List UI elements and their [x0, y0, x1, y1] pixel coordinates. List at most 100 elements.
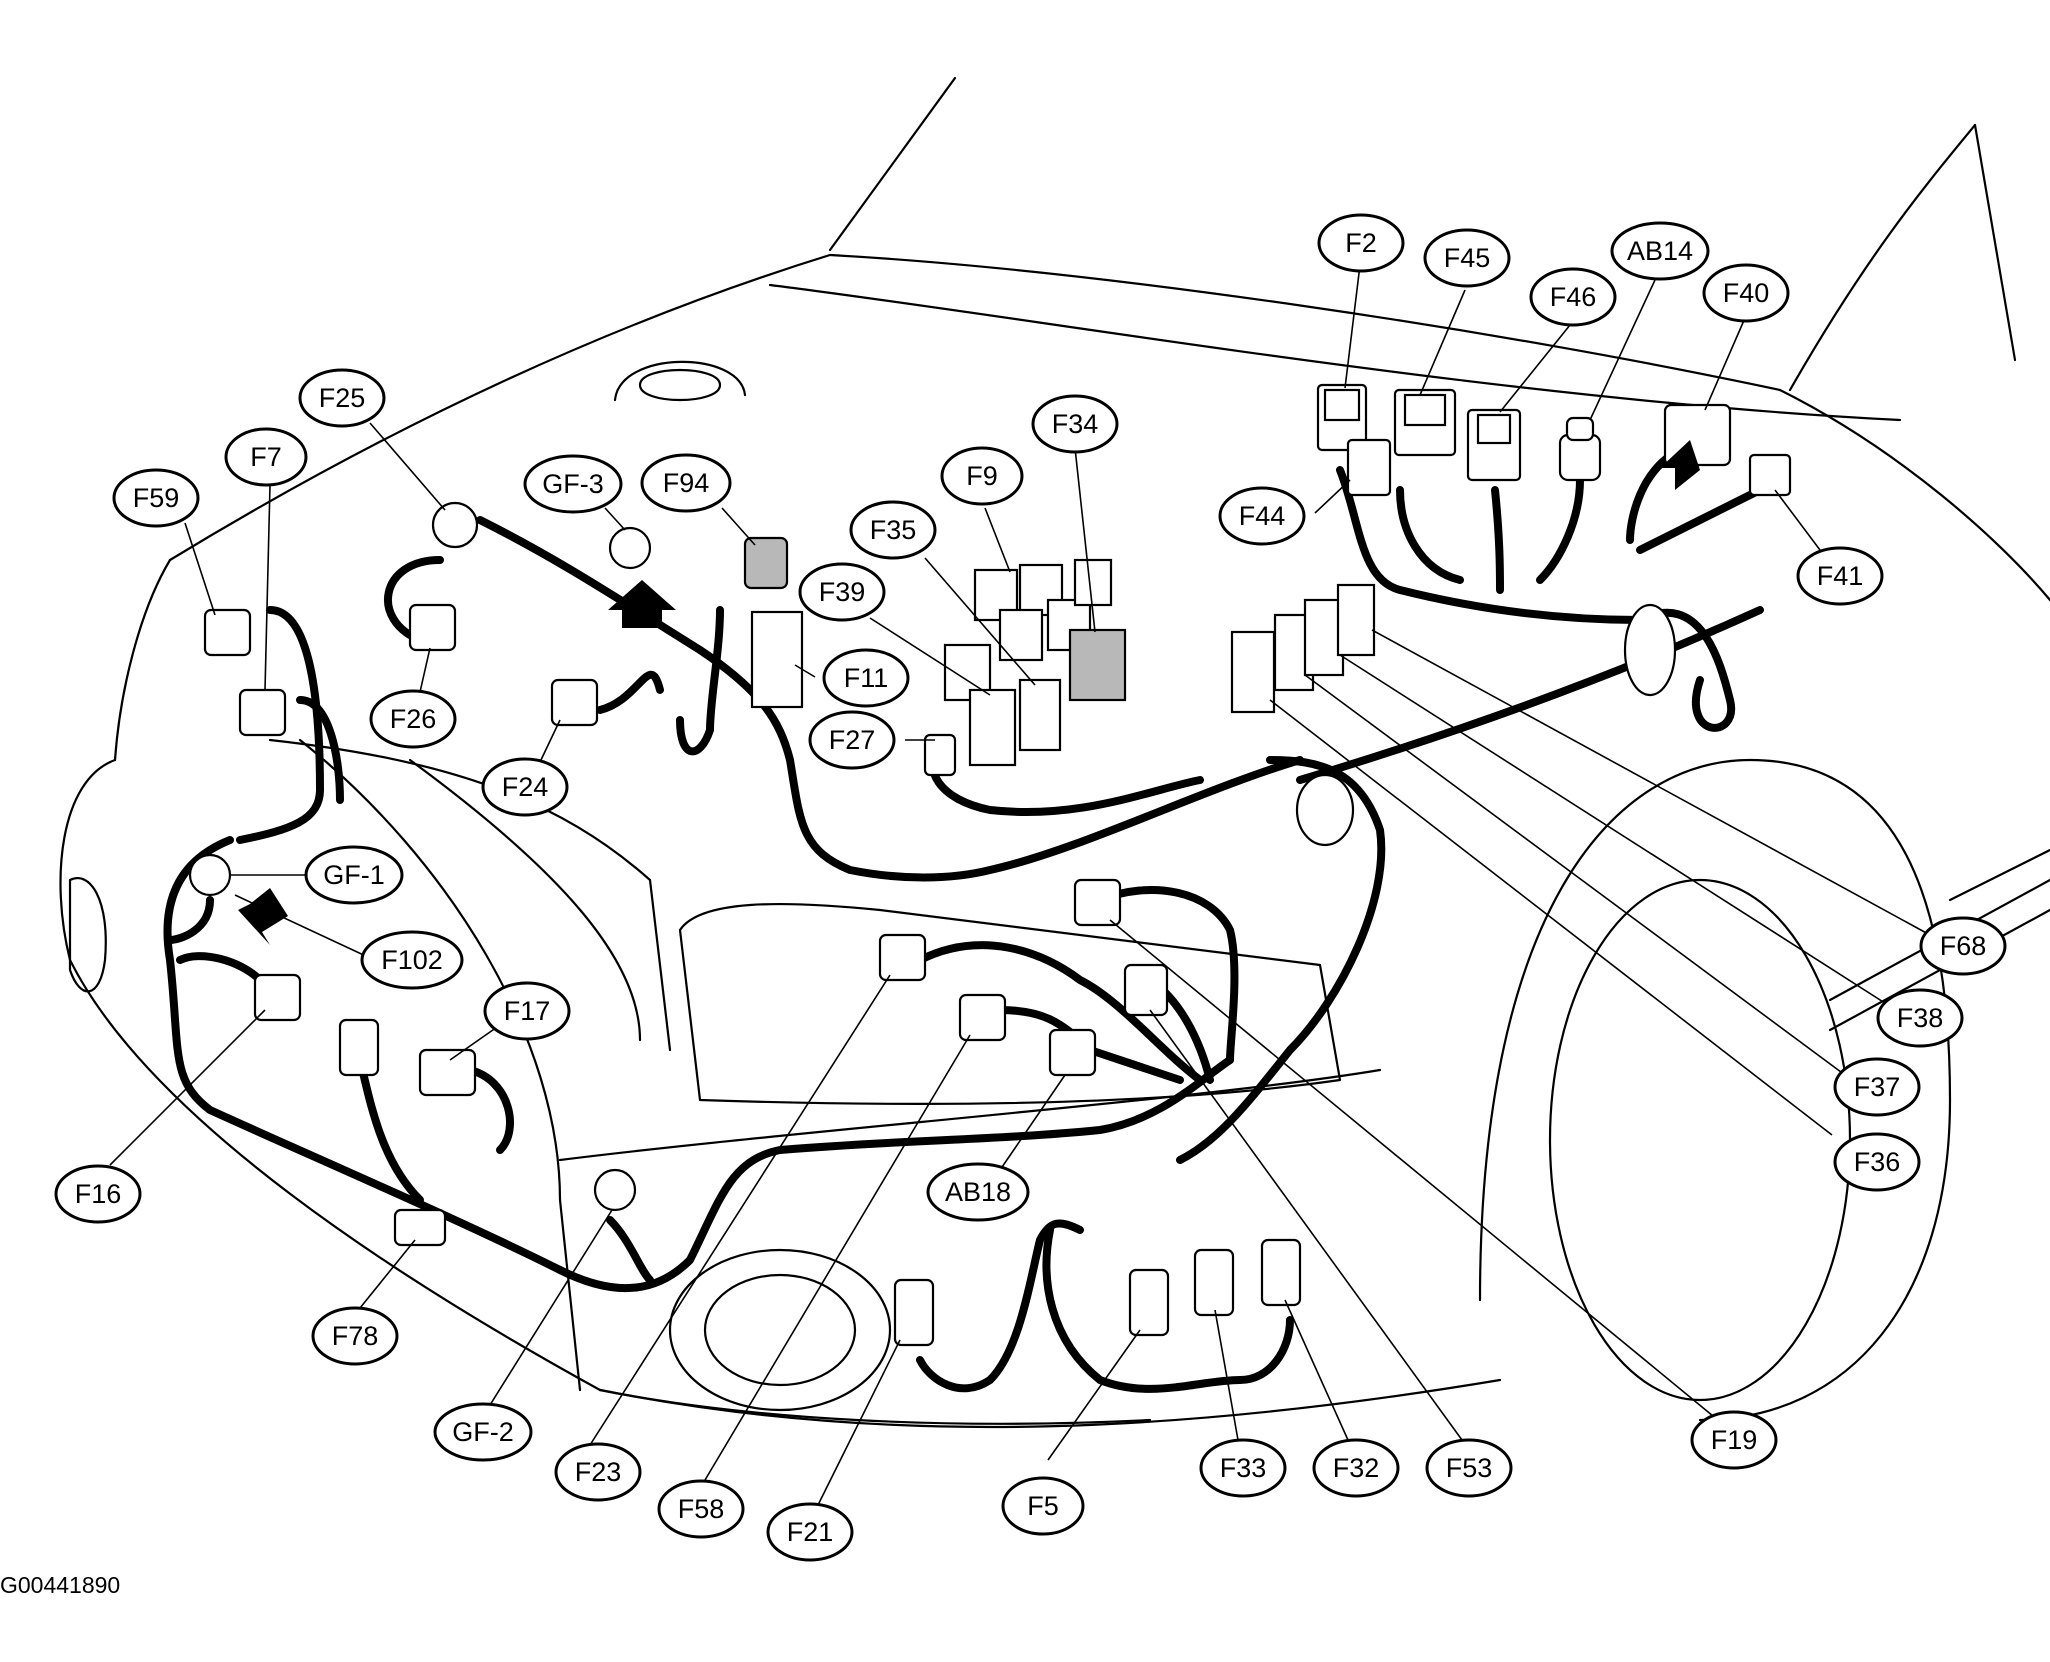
leader-f36	[1269, 699, 1833, 1136]
callout-f94: F94	[640, 453, 732, 513]
leader-f26	[419, 647, 431, 693]
leader-f40	[1704, 317, 1746, 411]
svg-text:F26: F26	[390, 704, 437, 734]
callout-f44: F44	[1218, 486, 1306, 546]
svg-text:F102: F102	[381, 945, 443, 975]
washer-cap-ring	[613, 360, 747, 402]
harness-to-ab14	[1536, 476, 1584, 584]
fog-lamp-left	[668, 1248, 892, 1412]
svg-text:F2: F2	[1345, 228, 1377, 258]
connector-f45-top	[1403, 393, 1447, 427]
svg-text:F53: F53	[1446, 1453, 1493, 1483]
svg-text:F39: F39	[819, 577, 866, 607]
connector-f24	[550, 678, 599, 727]
bumper-bottom	[598, 1378, 1502, 1429]
connector-f19	[1073, 878, 1122, 927]
connector-f5	[1128, 1268, 1170, 1337]
harness-to-ab18	[1086, 1046, 1184, 1084]
callout-f33: F33	[1199, 1438, 1287, 1498]
harness-to-f5-group	[1042, 1226, 1294, 1393]
connector-f41-body	[1748, 453, 1792, 497]
callout-gf3: GF-3	[523, 454, 623, 514]
connector-f32	[1260, 1238, 1302, 1307]
leader-f41	[1774, 489, 1821, 551]
leader-f35	[924, 557, 1036, 686]
bumper-lower-line	[598, 1388, 1152, 1425]
relay-f9-5	[1073, 558, 1113, 607]
leader-f32	[1284, 1299, 1349, 1441]
grommet-right	[1623, 603, 1677, 697]
svg-text:F19: F19	[1711, 1425, 1758, 1455]
leader-f23	[589, 974, 891, 1446]
leader-f9	[984, 507, 1011, 573]
connector-f7	[238, 688, 287, 737]
hood-front-edge	[168, 253, 1782, 562]
svg-text:GF-1: GF-1	[323, 860, 385, 890]
callout-f58: F58	[657, 1479, 745, 1539]
harness-to-f24	[596, 670, 664, 714]
leader-f38	[1339, 654, 1889, 1006]
callout-f37: F37	[1833, 1057, 1921, 1117]
ground-gf2	[593, 1168, 637, 1212]
connector-ab18	[1048, 1028, 1097, 1077]
svg-text:F33: F33	[1220, 1453, 1267, 1483]
harness-diagonal	[1296, 606, 1764, 784]
locator-arrow-gf3	[608, 580, 676, 628]
ground-gf3	[608, 526, 652, 570]
harness-left-front	[163, 836, 1234, 1293]
svg-text:F94: F94	[663, 468, 710, 498]
connector-ab14-top	[1565, 416, 1595, 442]
svg-text:F21: F21	[787, 1517, 834, 1547]
locator-arrow-gf1	[238, 888, 288, 945]
leader-f34	[1074, 447, 1096, 633]
svg-text:F9: F9	[966, 461, 998, 491]
leader-f68	[1371, 629, 1931, 936]
connector-f46-top	[1476, 413, 1512, 445]
leader-f94	[721, 507, 756, 546]
callout-f2: F2	[1317, 213, 1405, 273]
harness-to-f21	[916, 1219, 1084, 1393]
callout-f27: F27	[808, 710, 896, 770]
fender-right-edge	[1948, 848, 2050, 902]
grille-opening	[678, 902, 1342, 1106]
leader-f102	[234, 894, 371, 959]
front-wheel	[1548, 878, 1852, 1402]
callout-ab14: AB14	[1610, 221, 1710, 281]
relay-f39-1	[968, 688, 1017, 767]
grommet-center	[1295, 773, 1355, 847]
svg-text:F36: F36	[1854, 1147, 1901, 1177]
leader-f11	[794, 664, 816, 678]
svg-text:F17: F17	[504, 996, 551, 1026]
svg-text:F16: F16	[75, 1179, 122, 1209]
fog-lamp-left-inner	[703, 1273, 857, 1387]
washer-cap	[638, 369, 722, 401]
callout-f45: F45	[1423, 228, 1511, 288]
leader-f58	[704, 1034, 971, 1481]
svg-text:F59: F59	[133, 483, 180, 513]
leader-gf3	[604, 507, 626, 531]
callout-f11: F11	[822, 648, 910, 708]
connector-f11	[750, 610, 804, 709]
harness-top-right-branch	[1336, 466, 1644, 624]
front-grille-top	[408, 758, 642, 1042]
svg-text:F34: F34	[1052, 409, 1099, 439]
connector-f58	[958, 993, 1007, 1042]
leader-lines	[109, 264, 1931, 1506]
callout-f5: F5	[1001, 1476, 1085, 1536]
ground-f25	[431, 501, 479, 549]
vehicle-body-outline	[59, 76, 2050, 1429]
svg-text:F23: F23	[575, 1457, 622, 1487]
harness-to-f16	[176, 952, 264, 984]
leader-ab14	[1589, 279, 1656, 421]
svg-text:F35: F35	[870, 515, 917, 545]
svg-text:F25: F25	[319, 383, 366, 413]
leader-f21	[817, 1339, 901, 1506]
svg-text:F78: F78	[332, 1321, 379, 1351]
leader-f53	[1149, 1009, 1463, 1441]
svg-text:F37: F37	[1854, 1072, 1901, 1102]
callout-f40: F40	[1702, 263, 1790, 323]
connector-f17	[418, 1048, 477, 1097]
leader-f5	[1047, 1329, 1141, 1461]
